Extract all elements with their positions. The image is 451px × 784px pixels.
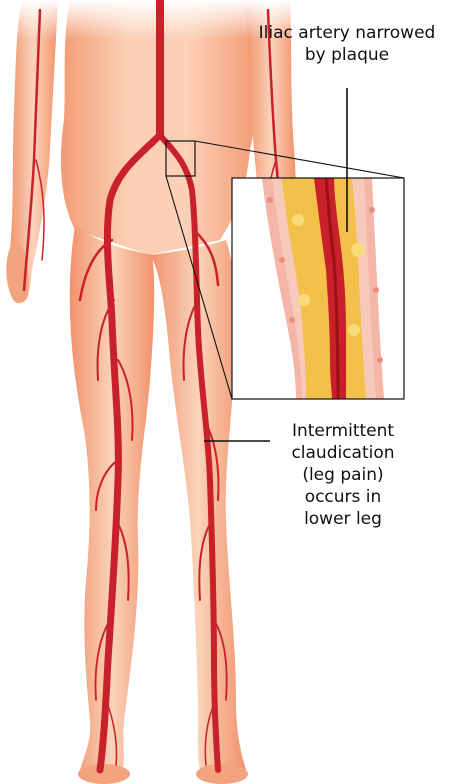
label-line: Iliac artery narrowed (244, 22, 450, 44)
label-line: Intermittent (268, 420, 418, 442)
label-line: (leg pain) (268, 464, 418, 486)
label-line: lower leg (268, 508, 418, 530)
label-line: by plaque (244, 44, 450, 66)
artery-inset (232, 178, 404, 399)
label-line: claudication (268, 442, 418, 464)
label-line: occurs in (268, 486, 418, 508)
label-iliac-narrowed: Iliac artery narrowed by plaque (244, 22, 450, 66)
label-claudication: Intermittent claudication (leg pain) occ… (268, 420, 418, 530)
